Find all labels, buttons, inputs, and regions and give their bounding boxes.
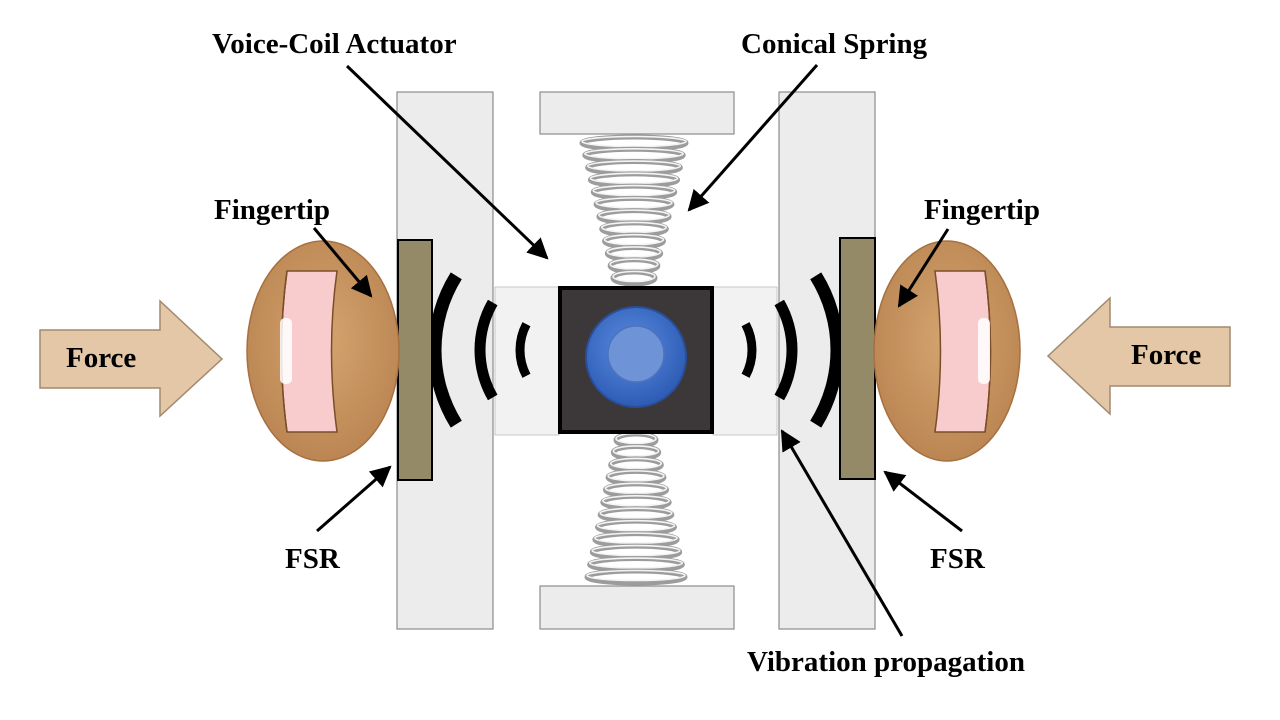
label-voice-coil-actuator: Voice-Coil Actuator	[212, 28, 457, 60]
fingertip-right	[873, 240, 1021, 462]
force-arrow-right	[1046, 296, 1231, 416]
spring-coil-highlight	[596, 519, 676, 532]
fsr-pad-left	[397, 239, 433, 481]
spring-coil-highlight	[600, 221, 668, 234]
spring-coil-highlight	[612, 445, 660, 457]
label-force-right: Force	[1131, 339, 1202, 371]
spring-coil-highlight	[602, 494, 670, 507]
spring-coil-highlight	[598, 209, 670, 221]
spring-coil-highlight	[609, 457, 663, 470]
top-plate	[539, 91, 735, 135]
spring-coil-highlight	[606, 246, 662, 258]
spring-coil-highlight	[586, 569, 686, 582]
leader-fsr-right	[883, 470, 963, 533]
vibration-wave-arc	[810, 272, 844, 428]
spring-coil-highlight	[584, 147, 684, 160]
leader-conical-spring	[687, 64, 819, 212]
vibration-waves-right	[741, 272, 844, 428]
right-coupler	[712, 286, 778, 436]
fingertip-left	[246, 240, 400, 462]
leader-fingertip-left	[312, 227, 373, 298]
fsr-pad-right	[839, 237, 876, 480]
bottom-conical-spring	[584, 431, 688, 586]
spring-coil-highlight	[594, 532, 678, 544]
spring-coil-highlight	[599, 507, 673, 520]
spring-coil-highlight	[588, 557, 684, 569]
vibration-wave-arc	[515, 322, 531, 378]
spring-coil-highlight	[607, 470, 665, 482]
top-conical-spring	[579, 134, 689, 287]
spring-coil-highlight	[592, 184, 676, 197]
spring-coil-highlight	[612, 270, 656, 283]
leader-voice-coil	[345, 64, 549, 260]
vibration-wave-arc	[428, 272, 462, 428]
label-fingertip-left: Fingertip	[214, 194, 330, 226]
force-arrow-left	[39, 299, 224, 418]
vibration-wave-arc	[774, 299, 798, 401]
label-vibration-propagation: Vibration propagation	[747, 646, 1025, 678]
label-fsr-left: FSR	[285, 543, 340, 575]
spring-coil-highlight	[603, 233, 665, 246]
vibration-wave-arc	[741, 322, 757, 378]
spring-coil-highlight	[609, 258, 659, 271]
label-fingertip-right: Fingertip	[924, 194, 1040, 226]
spring-coil-highlight	[591, 544, 681, 557]
leader-fsr-left	[316, 465, 392, 533]
vibration-wave-arc	[474, 299, 498, 401]
spring-coil-highlight	[595, 197, 673, 209]
spring-coil-highlight	[586, 160, 682, 172]
spring-coil-highlight	[604, 482, 668, 495]
vibration-waves-left	[428, 272, 531, 428]
left-coupler	[494, 286, 560, 436]
actuator-disk-inner	[607, 325, 665, 383]
spring-coil-highlight	[589, 172, 679, 185]
label-fsr-right: FSR	[930, 543, 985, 575]
leader-vibration-propagation	[780, 429, 904, 637]
leader-fingertip-right	[897, 228, 950, 308]
bottom-plate	[539, 585, 735, 630]
spring-coil-highlight	[581, 135, 687, 148]
label-force-left: Force	[66, 342, 137, 374]
label-conical-spring: Conical Spring	[741, 28, 928, 60]
